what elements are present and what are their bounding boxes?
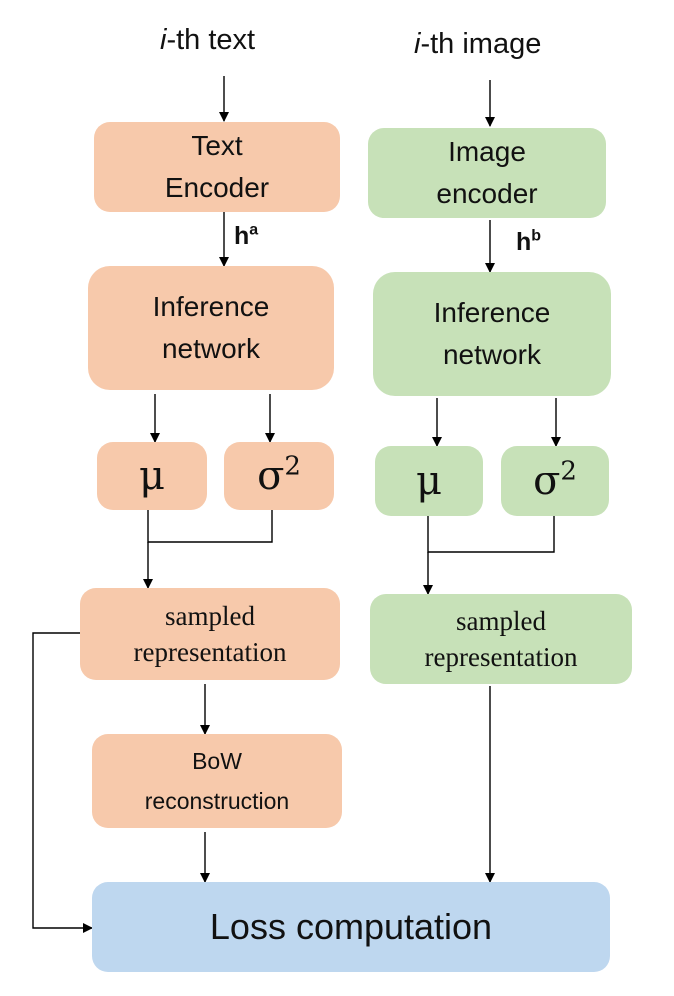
image-mu-box: μ: [375, 446, 483, 516]
text-merge-line: [147, 510, 273, 543]
image-sigma-box: σ2: [501, 446, 609, 516]
image-merge-line: [427, 516, 555, 553]
text-input-label: i-th text: [160, 24, 256, 56]
skip-line: [32, 632, 93, 933]
loss-computation-box: Loss computation: [92, 882, 610, 972]
text-mu-box: μ: [97, 442, 207, 510]
text-sigma-box: σ2: [224, 442, 334, 510]
hidden-b-label: hb: [516, 227, 542, 256]
hidden-a-label: ha: [234, 221, 259, 250]
image-input-label: i-th image: [414, 28, 542, 60]
